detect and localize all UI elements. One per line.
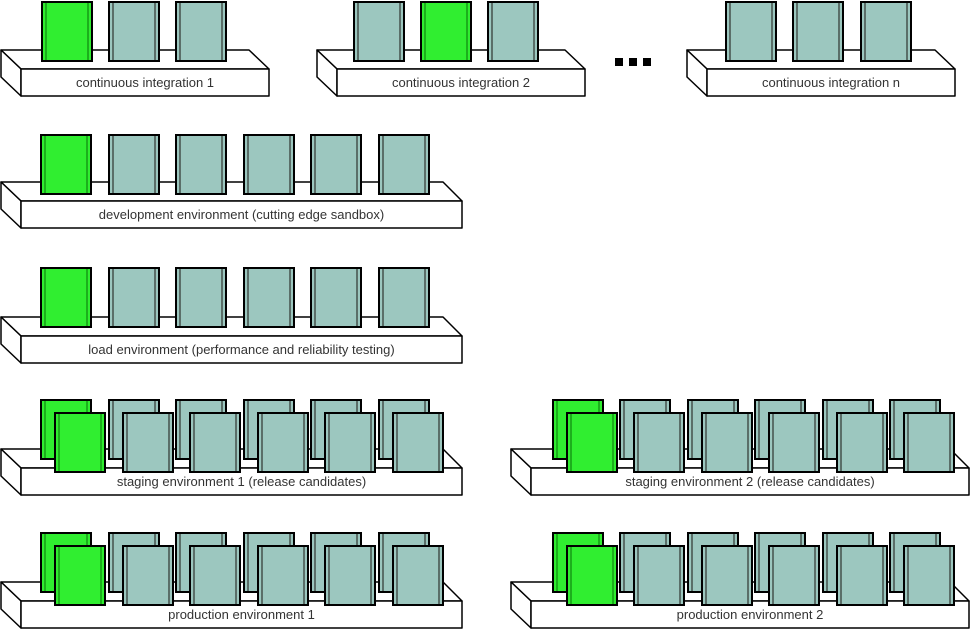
- server-card: [324, 545, 376, 606]
- server-card: [257, 412, 309, 473]
- server-card: [903, 412, 955, 473]
- server-card: [175, 134, 227, 195]
- platform-continuous-integration-n: continuous integration n: [686, 1, 956, 97]
- server-card: [768, 412, 820, 473]
- server-card-active: [40, 134, 92, 195]
- server-card: [792, 1, 844, 62]
- server-card: [257, 545, 309, 606]
- server-card: [378, 267, 430, 328]
- server-card: [392, 545, 444, 606]
- server-card: [633, 545, 685, 606]
- server-card: [392, 412, 444, 473]
- platform-development-environment: development environment (cutting edge sa…: [0, 134, 463, 229]
- platform-production-environment-2: production environment 2: [510, 532, 970, 629]
- server-card: [353, 1, 405, 62]
- server-card: [310, 267, 362, 328]
- server-card: [836, 412, 888, 473]
- server-card: [122, 412, 174, 473]
- platform-label: production environment 2: [676, 607, 824, 622]
- platform-label: development environment (cutting edge sa…: [98, 207, 385, 222]
- platform-continuous-integration-2: continuous integration 2: [316, 1, 586, 97]
- server-card: [108, 1, 160, 62]
- server-card-active: [41, 1, 93, 62]
- ellipsis-dot: [629, 58, 637, 66]
- server-card: [324, 412, 376, 473]
- server-card: [903, 545, 955, 606]
- platform-staging-environment-2: staging environment 2 (release candidate…: [510, 399, 970, 496]
- platform-load-environment: load environment (performance and reliab…: [0, 267, 463, 364]
- server-card: [633, 412, 685, 473]
- server-card: [701, 545, 753, 606]
- server-card: [768, 545, 820, 606]
- server-card: [487, 1, 539, 62]
- server-card: [378, 134, 430, 195]
- server-card: [701, 412, 753, 473]
- ellipsis-dot: [615, 58, 623, 66]
- platform-label: continuous integration n: [761, 75, 901, 90]
- server-card: [175, 267, 227, 328]
- server-card: [243, 134, 295, 195]
- platform-label: staging environment 2 (release candidate…: [625, 474, 875, 489]
- ellipsis-dot: [643, 58, 651, 66]
- server-card: [189, 545, 241, 606]
- server-card-active: [566, 412, 618, 473]
- platform-label: continuous integration 2: [391, 75, 531, 90]
- server-card-active: [54, 545, 106, 606]
- server-card: [243, 267, 295, 328]
- server-card: [175, 1, 227, 62]
- server-card: [108, 134, 160, 195]
- platform-production-environment-1: production environment 1: [0, 532, 463, 629]
- platform-continuous-integration-1: continuous integration 1: [0, 1, 270, 97]
- server-card: [836, 545, 888, 606]
- server-card: [122, 545, 174, 606]
- platform-label: staging environment 1 (release candidate…: [116, 474, 367, 489]
- server-card-active: [420, 1, 472, 62]
- server-card-active: [566, 545, 618, 606]
- server-card-active: [54, 412, 106, 473]
- platform-staging-environment-1: staging environment 1 (release candidate…: [0, 399, 463, 496]
- ellipsis-more-environments: [615, 58, 651, 66]
- server-card: [108, 267, 160, 328]
- server-card: [189, 412, 241, 473]
- platform-label: production environment 1: [168, 607, 315, 622]
- server-card-active: [40, 267, 92, 328]
- platform-label: load environment (performance and reliab…: [88, 342, 395, 357]
- server-card: [860, 1, 912, 62]
- server-card: [725, 1, 777, 62]
- platform-label: continuous integration 1: [75, 75, 215, 90]
- server-card: [310, 134, 362, 195]
